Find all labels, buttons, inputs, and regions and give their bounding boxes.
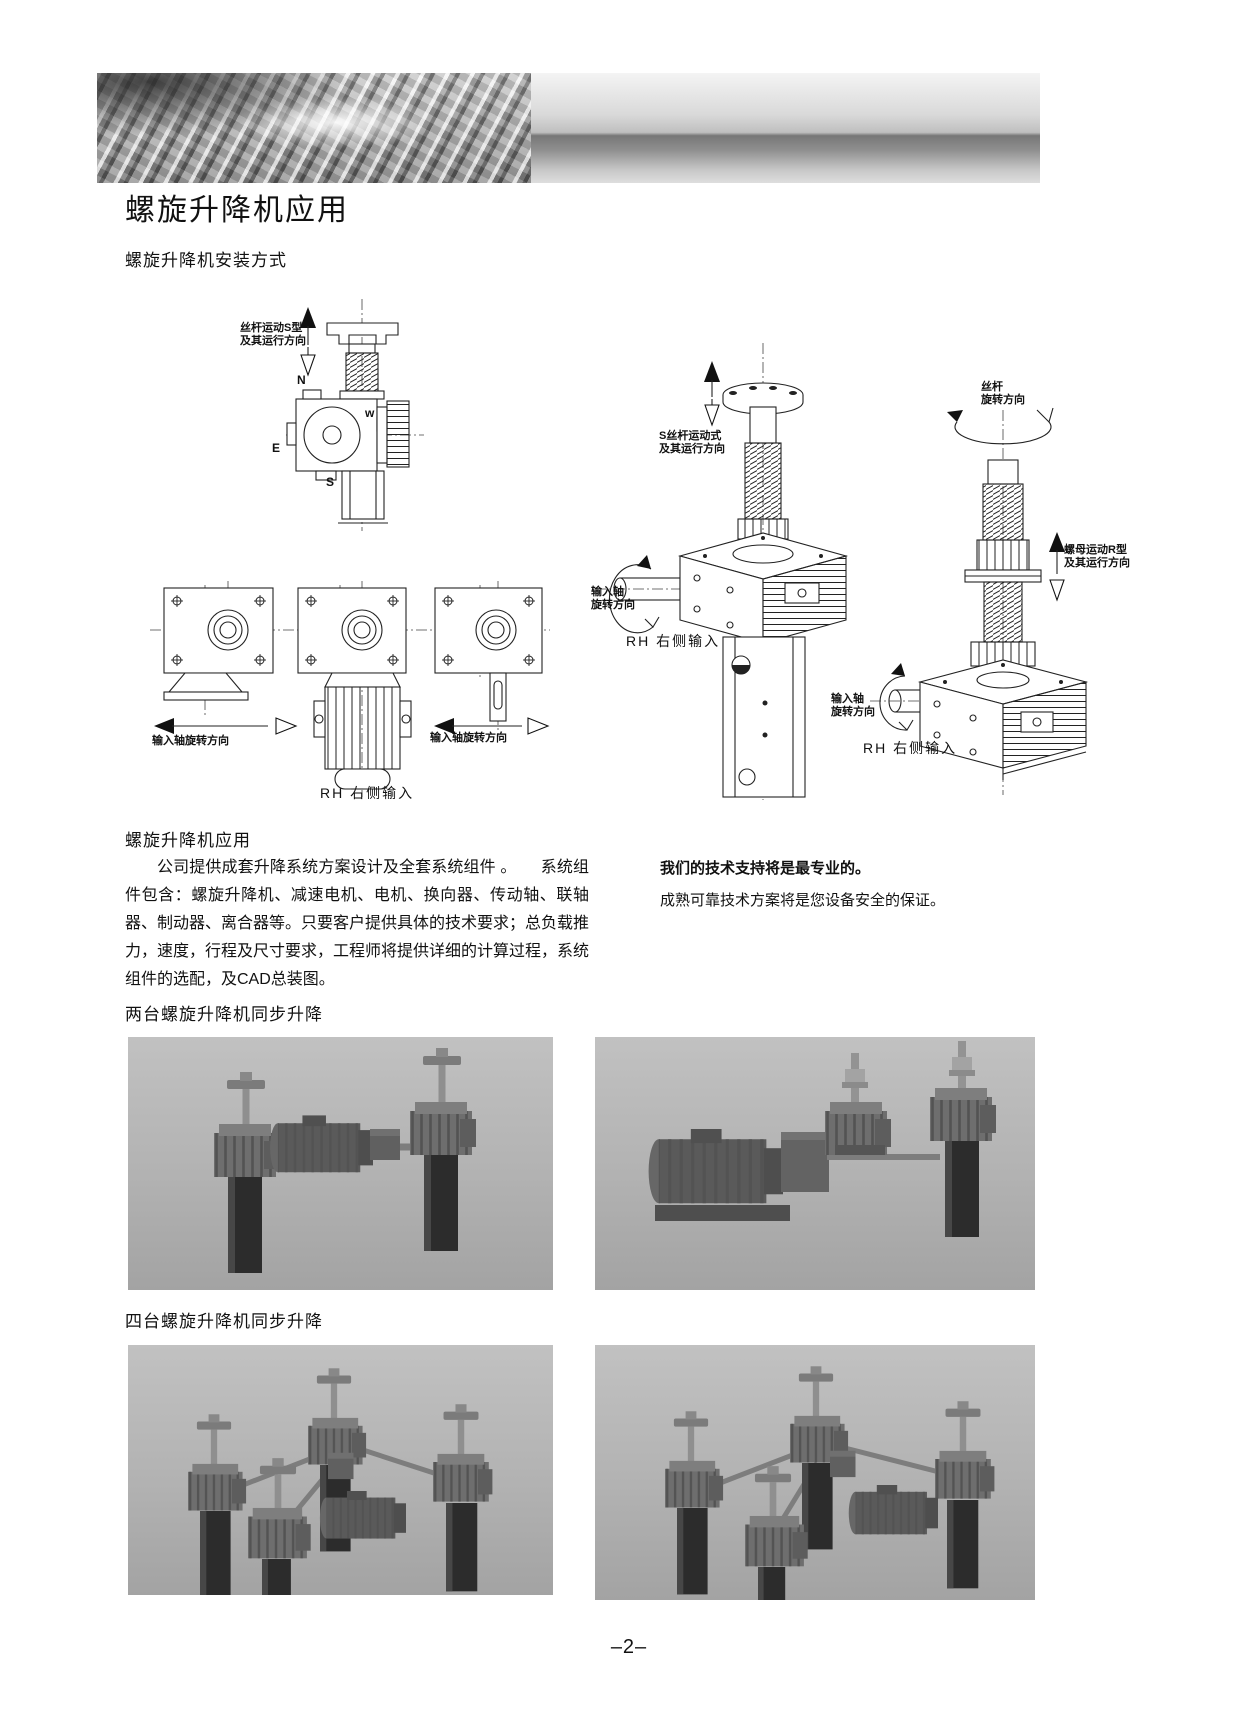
support-note: 我们的技术支持将是最专业的。 成熟可靠技术方案将是您设备安全的保证。 [660,856,1120,914]
application-heading: 螺旋升降机应用 [125,831,251,850]
install-methods-heading: 螺旋升降机安装方式 [125,251,287,270]
jack-3d-translating-screw-diagram [595,343,849,800]
photo-four-jacks-left [128,1345,553,1595]
four-jacks-right-render [665,1366,995,1600]
label-screw-rotation-right: 丝杆 旋转方向 [981,381,1025,406]
photo-four-jacks-right [595,1345,1035,1600]
caption-rh-input-plates: RH 右侧输入 [320,785,415,801]
page-title: 螺旋升降机应用 [125,194,349,227]
four-jacks-left-render [188,1368,493,1595]
compass-s-label: S [326,475,335,489]
label-input-rotation-right: 输入轴旋转方向 [430,732,507,744]
caption-rh-input-right: RH 右侧输入 [863,740,958,756]
label-input-rotation-mid: 输入轴 旋转方向 [591,586,635,611]
header-banner [97,73,1040,183]
mounting-plates-diagram [150,581,550,797]
label-screw-motion-s-front: 丝杆运动S型 及其运行方向 [240,322,306,347]
label-input-rotation-right-jack: 输入轴 旋转方向 [831,693,875,718]
label-nut-motion-right: 螺母运动R型 及其运行方向 [1064,544,1130,569]
two-jacks-right-render [648,1041,996,1237]
label-input-rotation-left: 输入轴旋转方向 [152,735,229,747]
four-jacks-heading: 四台螺旋升降机同步升降 [125,1312,323,1331]
gear-collage-image [97,73,531,183]
application-paragraph: 公司提供成套升降系统方案设计及全套系统组件 。 系统组件包含：螺旋升降机、减速电… [125,854,589,994]
compass-e-label: E [272,441,281,455]
jack-3d-rotating-screw-diagram [870,407,1089,795]
compass-n-label: N [297,373,306,387]
photo-two-jacks-left [128,1037,553,1290]
caption-rh-input-mid: RH 右侧输入 [626,633,721,649]
page-number: –2– [610,1636,648,1658]
installation-diagrams: 丝杆运动S型 及其运行方向 N w E S 输入轴旋转方向 输入轴旋转方向 RH… [0,280,1258,814]
support-title-text: 我们的技术支持将是最专业的。 [660,860,871,877]
two-jacks-left-render [214,1048,476,1273]
label-screw-motion-mid: S丝杆运动式 及其运行方向 [659,430,725,455]
two-jacks-heading: 两台螺旋升降机同步升降 [125,1005,323,1024]
support-body-text: 成熟可靠技术方案将是您设备安全的保证。 [660,892,946,909]
compass-w-label: w [365,406,375,420]
photo-two-jacks-right [595,1037,1035,1290]
application-body-text: 公司提供成套升降系统方案设计及全套系统组件 。 系统组件包含：螺旋升降机、减速电… [125,859,590,988]
front-view-jack-diagram [286,299,424,531]
